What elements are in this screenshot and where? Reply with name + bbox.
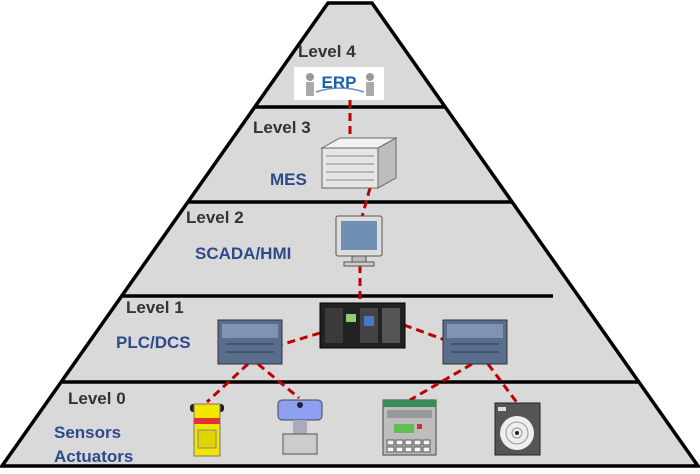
- level-3-name: MES: [270, 170, 307, 189]
- link-left-sensor2: [257, 362, 300, 400]
- plc-left-icon: [217, 319, 283, 365]
- flow-transmitter-icon: [277, 399, 323, 455]
- level-0-name-actuators: Actuators: [54, 447, 133, 466]
- actuator-icon: [190, 403, 224, 457]
- link-left-sensor1: [205, 362, 250, 404]
- link-mes-scada: [360, 187, 372, 218]
- level-1-label: Level 1: [126, 298, 184, 317]
- erp-icon-text: ERP: [322, 73, 357, 92]
- server-icon: [320, 137, 398, 189]
- link-right-sensor3: [409, 362, 473, 402]
- level-2-label: Level 2: [186, 208, 244, 227]
- level-4-label: Level 4: [298, 42, 356, 61]
- monitor-icon: [335, 215, 383, 267]
- level-0-label: Level 0: [68, 389, 126, 408]
- link-right-sensor4: [486, 363, 520, 405]
- level-1-name: PLC/DCS: [116, 333, 191, 352]
- controller-icon: [382, 399, 437, 456]
- link-plc-left: [279, 331, 321, 347]
- level-2-name: SCADA/HMI: [195, 244, 291, 263]
- level-3-label: Level 3: [253, 118, 311, 137]
- network-links: [205, 100, 520, 405]
- plc-right-icon: [442, 319, 508, 365]
- level-0-name-sensors: Sensors: [54, 423, 121, 442]
- erp-icon: ERP: [294, 67, 384, 100]
- chart-recorder-icon: [494, 402, 541, 456]
- link-plc-right: [403, 323, 446, 342]
- plc-rack-icon: [319, 302, 406, 349]
